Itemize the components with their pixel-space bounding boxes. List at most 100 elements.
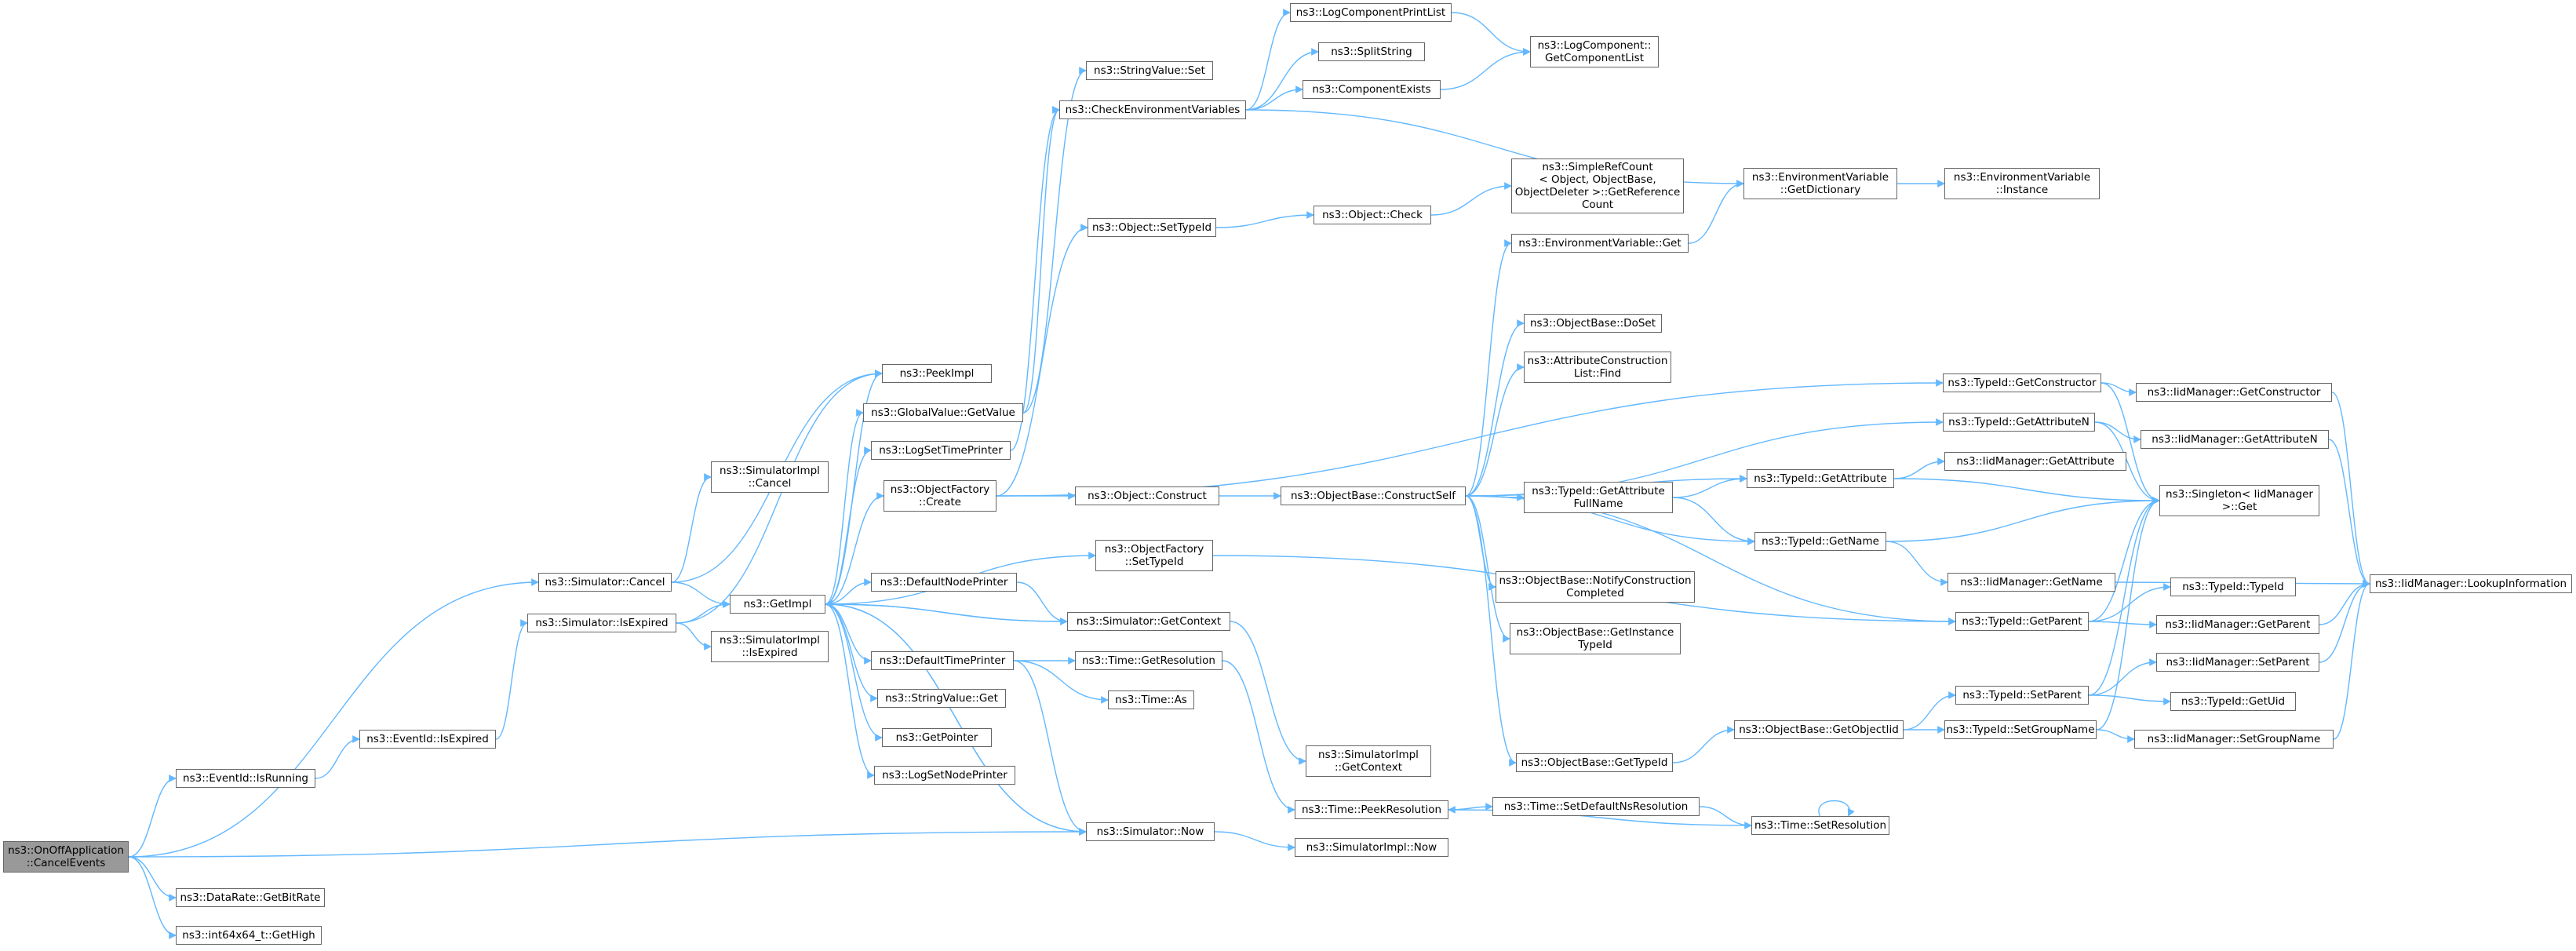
node-iidmanager-getattributen[interactable]: ns3::IidManager::GetAttributeN: [2141, 430, 2329, 449]
node-typeid-getconstructor[interactable]: ns3::TypeId::GetConstructor: [1943, 373, 2101, 392]
node-iidmanager-getparent[interactable]: ns3::IidManager::GetParent: [2156, 615, 2319, 634]
node-int64x64-gethigh[interactable]: ns3::int64x64_t::GetHigh: [176, 926, 322, 945]
edge-getimpl-to-objectfactory_create: [825, 492, 884, 605]
node-typeid-getattributefullname[interactable]: ns3::TypeId::GetAttribute FullName: [1524, 482, 1673, 513]
node-iidmanager-lookupinformation[interactable]: ns3::IidManager::LookupInformation: [2370, 574, 2572, 593]
edge-simulator_isexpired-to-peekimpl: [676, 370, 883, 624]
edge-typeid_getparent-to-singleton_get: [2088, 497, 2160, 622]
edge-iidmanager_setparent-to-iidmanager_lookupinformation: [2319, 580, 2370, 663]
node-time-setdefaultnsresolution[interactable]: ns3::Time::SetDefaultNsResolution: [1492, 797, 1700, 816]
edge-defaulttimeprinter-to-simulator_now: [1013, 660, 1087, 836]
edge-defaultnodeprinter-to-simulator_getcontext: [1016, 581, 1068, 625]
node-checkenvironmentvariables[interactable]: ns3::CheckEnvironmentVariables: [1059, 100, 1246, 119]
edge-globalvalue_getvalue-to-stringvalue_set: [1022, 67, 1087, 414]
node-objectbase-notifyconstructioncompleted[interactable]: ns3::ObjectBase::NotifyConstruction Comp…: [1496, 571, 1695, 603]
node-environmentvariable-getdictionary[interactable]: ns3::EnvironmentVariable ::GetDictionary: [1743, 168, 1897, 199]
node-objectbase-gettypeid[interactable]: ns3::ObjectBase::GetTypeId: [1516, 753, 1673, 772]
edge-time_setdefaultnsresolution-to-time_setresolution: [1699, 806, 1752, 829]
node-time-setresolution[interactable]: ns3::Time::SetResolution: [1751, 816, 1889, 835]
node-object-check[interactable]: ns3::Object::Check: [1314, 206, 1431, 224]
node-typeid-getuid[interactable]: ns3::TypeId::GetUid: [2170, 692, 2296, 711]
node-logcomponentprintlist[interactable]: ns3::LogComponentPrintList: [1290, 3, 1452, 22]
edge-typeid_getparent-to-iidmanager_getparent: [2088, 621, 2157, 629]
node-objectfactory-create[interactable]: ns3::ObjectFactory ::Create: [884, 480, 997, 512]
edge-getimpl-to-defaulttimeprinter: [825, 603, 872, 665]
node-globalvalue-getvalue[interactable]: ns3::GlobalValue::GetValue: [863, 403, 1023, 422]
node-objectbase-doset[interactable]: ns3::ObjectBase::DoSet: [1524, 314, 1662, 333]
node-iidmanager-setparent[interactable]: ns3::IidManager::SetParent: [2156, 653, 2319, 672]
edge-iidmanager_getparent-to-iidmanager_lookupinformation: [2319, 580, 2370, 625]
node-simulatorimpl-isexpired[interactable]: ns3::SimulatorImpl ::IsExpired: [711, 631, 829, 662]
node-typeid-typeid[interactable]: ns3::TypeId::TypeId: [2170, 578, 2296, 596]
node-logsetnodeprinter[interactable]: ns3::LogSetNodePrinter: [874, 766, 1015, 785]
node-time-peekresolution[interactable]: ns3::Time::PeekResolution: [1295, 800, 1448, 819]
node-eventid-isrunning[interactable]: ns3::EventId::IsRunning: [176, 769, 315, 788]
edge-typeid_getname-to-singleton_get: [1886, 497, 2160, 542]
node-logsettimeprinter[interactable]: ns3::LogSetTimePrinter: [871, 441, 1011, 460]
edge-typeid_setparent-to-iidmanager_setparent: [2088, 658, 2157, 696]
edge-root-to-simulator_cancel: [128, 578, 539, 858]
node-iidmanager-getname[interactable]: ns3::IidManager::GetName: [1947, 573, 2115, 592]
edge-typeid_getattribute-to-iidmanager_getattribute: [1893, 457, 1945, 479]
edge-object_settypeid-to-object_check: [1215, 211, 1314, 228]
node-object-construct[interactable]: ns3::Object::Construct: [1075, 486, 1219, 505]
node-typeid-getattributen[interactable]: ns3::TypeId::GetAttributeN: [1943, 413, 2095, 432]
node-defaulttimeprinter[interactable]: ns3::DefaultTimePrinter: [871, 651, 1014, 670]
edge-typeid_setgroupname-to-singleton_get: [2096, 497, 2160, 731]
node-simulator-cancel[interactable]: ns3::Simulator::Cancel: [538, 573, 672, 592]
node-iidmanager-getconstructor[interactable]: ns3::IidManager::GetConstructor: [2136, 383, 2332, 402]
edge-root-to-eventid_isrunning: [128, 774, 177, 858]
node-simulator-now[interactable]: ns3::Simulator::Now: [1086, 822, 1215, 841]
node-typeid-setgroupname[interactable]: ns3::TypeId::SetGroupName: [1944, 720, 2097, 739]
edge-objectbase_constructself-to-attrconstructionlist_find: [1465, 363, 1525, 497]
node-typeid-setparent[interactable]: ns3::TypeId::SetParent: [1955, 686, 2089, 705]
node-simulator-getcontext[interactable]: ns3::Simulator::GetContext: [1067, 612, 1230, 631]
node-simulatorimpl-getcontext[interactable]: ns3::SimulatorImpl ::GetContext: [1306, 745, 1431, 777]
node-componentexists[interactable]: ns3::ComponentExists: [1303, 80, 1441, 99]
node-typeid-getname[interactable]: ns3::TypeId::GetName: [1754, 532, 1886, 551]
node-typeid-getattribute[interactable]: ns3::TypeId::GetAttribute: [1747, 469, 1894, 488]
edge-simulator_cancel-to-getimpl: [671, 581, 731, 608]
node-typeid-getparent[interactable]: ns3::TypeId::GetParent: [1955, 612, 2089, 631]
edge-simulator_cancel-to-simulatorimpl_cancel: [671, 473, 712, 583]
edge-root-to-int64x64_gethigh: [128, 856, 177, 939]
node-simulator-isexpired[interactable]: ns3::Simulator::IsExpired: [527, 614, 676, 632]
node-iidmanager-getattribute[interactable]: ns3::IidManager::GetAttribute: [1944, 452, 2126, 471]
edge-typeid_getattributefullname-to-typeid_getname: [1672, 497, 1755, 545]
node-iidmanager-setgroupname[interactable]: ns3::IidManager::SetGroupName: [2134, 730, 2334, 749]
node-datarate-getbitrate[interactable]: ns3::DataRate::GetBitRate: [176, 888, 325, 907]
node-logcomponent-getcomponentlist[interactable]: ns3::LogComponent:: GetComponentList: [1530, 36, 1659, 67]
node-getimpl[interactable]: ns3::GetImpl: [730, 595, 825, 614]
node-defaultnodeprinter[interactable]: ns3::DefaultNodePrinter: [871, 573, 1017, 592]
node-objectfactory-settypeid[interactable]: ns3::ObjectFactory ::SetTypeId: [1095, 540, 1213, 571]
edge-iidmanager_getconstructor-to-iidmanager_lookupinformation: [2331, 392, 2370, 588]
node-simplerefcount-getreferencecount[interactable]: ns3::SimpleRefCount < Object, ObjectBase…: [1511, 158, 1684, 213]
node-time-getresolution[interactable]: ns3::Time::GetResolution: [1075, 651, 1222, 670]
node-peekimpl[interactable]: ns3::PeekImpl: [882, 364, 992, 383]
edge-root-to-datarate_getbitrate: [128, 856, 177, 902]
node-simulatorimpl-now[interactable]: ns3::SimulatorImpl::Now: [1295, 838, 1448, 857]
node-environmentvariable-get[interactable]: ns3::EnvironmentVariable::Get: [1511, 234, 1689, 253]
node-objectbase-getobjectiid[interactable]: ns3::ObjectBase::GetObjectIid: [1734, 720, 1904, 739]
node-eventid-isexpired[interactable]: ns3::EventId::IsExpired: [359, 730, 496, 749]
edge-simulator_getcontext-to-simulatorimpl_getcontext: [1230, 621, 1306, 765]
node-splitstring[interactable]: ns3::SplitString: [1318, 42, 1425, 61]
node-object-settypeid[interactable]: ns3::Object::SetTypeId: [1088, 218, 1216, 237]
edge-object_check-to-simplerefcount: [1430, 182, 1512, 216]
node-environmentvariable-instance[interactable]: ns3::EnvironmentVariable ::Instance: [1944, 168, 2100, 199]
node-objectbase-constructself[interactable]: ns3::ObjectBase::ConstructSelf: [1281, 486, 1466, 505]
node-objectbase-getinstancetypeid[interactable]: ns3::ObjectBase::GetInstance TypeId: [1510, 623, 1681, 654]
node-simulatorimpl-cancel[interactable]: ns3::SimulatorImpl ::Cancel: [711, 461, 829, 493]
node-singleton-iidmanager-get[interactable]: ns3::Singleton< IidManager >::Get: [2159, 485, 2319, 516]
edge-simulator_getcontext-to-getimpl: [825, 600, 1068, 622]
edge-objectfactory_create-to-object_settypeid: [996, 224, 1088, 497]
node-stringvalue-get[interactable]: ns3::StringValue::Get: [877, 689, 1006, 708]
node-time-as[interactable]: ns3::Time::As: [1108, 690, 1194, 709]
node-onoffapplication-cancelevents[interactable]: ns3::OnOffApplication ::CancelEvents: [3, 841, 129, 873]
node-stringvalue-set[interactable]: ns3::StringValue::Set: [1086, 61, 1213, 80]
edge-getimpl-to-logsettimeprinter: [825, 446, 872, 605]
node-attributeconstructionlist-find[interactable]: ns3::AttributeConstruction List::Find: [1524, 352, 1671, 383]
node-getpointer[interactable]: ns3::GetPointer: [882, 728, 992, 747]
